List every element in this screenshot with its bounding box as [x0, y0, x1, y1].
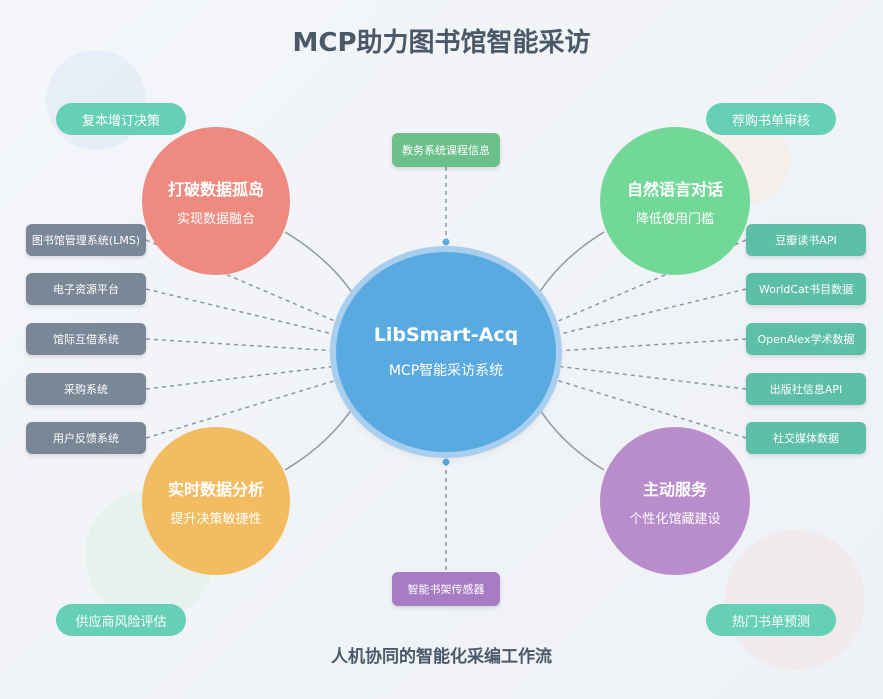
external-source-box: 出版社信息API: [746, 373, 866, 405]
link-tr: [531, 231, 605, 306]
link-internal-4: [145, 379, 338, 439]
feature-desc: 实现数据融合: [176, 211, 255, 227]
link-internal-2: [145, 338, 338, 352]
link-internal-1: [145, 288, 338, 336]
feature-title: 自然语言对话: [626, 179, 723, 199]
feature-desc: 个性化馆藏建设: [629, 511, 721, 527]
external-source-box: WorldCat书目数据: [746, 273, 866, 305]
center-name: LibSmart-Acq: [373, 324, 519, 346]
external-source-box: 社交媒体数据: [746, 422, 866, 454]
application-label: 荐购书单审核: [731, 113, 810, 129]
external-source-label: WorldCat书目数据: [758, 283, 854, 296]
internal-system-label: 用户反馈系统: [53, 432, 119, 445]
application-label: 热门书单预测: [731, 614, 810, 630]
bottom-source-label: 智能书架传感器: [407, 583, 485, 596]
decor-circle: [725, 530, 865, 670]
feature-title: 打破数据孤岛: [167, 179, 264, 199]
application-label: 复本增订决策: [81, 113, 160, 129]
link-external-2: [555, 338, 747, 352]
internal-system-label: 图书馆管理系统(LMS): [31, 234, 141, 247]
internal-system-box: 用户反馈系统: [26, 422, 146, 454]
application-pill: 荐购书单审核: [706, 103, 836, 135]
link-internal-3: [145, 365, 338, 390]
internal-system-box: 电子资源平台: [26, 273, 146, 305]
internal-system-label: 电子资源平台: [53, 283, 119, 296]
center-desc: MCP智能采访系统: [388, 363, 504, 379]
feature-circle-bl: 实时数据分析 提升决策敏捷性: [142, 427, 290, 575]
external-source-label: 豆瓣读书API: [775, 234, 837, 247]
application-pill: 复本增订决策: [56, 103, 186, 135]
external-source-label: OpenAlex学术数据: [757, 333, 855, 346]
application-pill: 供应商风险评估: [56, 604, 186, 636]
feature-desc: 降低使用门槛: [635, 211, 714, 227]
page-subtitle: 人机协同的智能化采编工作流: [331, 647, 552, 667]
internal-system-box: 图书馆管理系统(LMS): [26, 224, 146, 256]
application-label: 供应商风险评估: [75, 614, 167, 630]
internal-system-label: 馆际互借系统: [53, 333, 119, 346]
external-source-label: 社交媒体数据: [773, 432, 839, 445]
link-br: [531, 395, 605, 471]
link-external-4: [555, 379, 747, 439]
center-node: LibSmart-Acq MCP智能采访系统: [336, 252, 556, 452]
external-source-box: 豆瓣读书API: [746, 224, 866, 256]
application-pill: 热门书单预测: [706, 604, 836, 636]
top-source-label: 教务系统课程信息: [402, 144, 490, 157]
top-source-box: 教务系统课程信息: [392, 133, 500, 167]
feature-title: 实时数据分析: [167, 479, 264, 499]
link-external-3: [555, 365, 747, 390]
link-external-1: [555, 288, 747, 336]
internal-system-box: 采购系统: [26, 373, 146, 405]
feature-circle-tr: 自然语言对话 降低使用门槛: [600, 127, 750, 275]
link-bl: [284, 395, 361, 471]
feature-circle-tl: 打破数据孤岛 实现数据融合: [142, 127, 290, 275]
bottom-source-box: 智能书架传感器: [392, 572, 500, 606]
feature-desc: 提升决策敏捷性: [170, 511, 262, 527]
page-title: MCP助力图书馆智能采访: [292, 28, 591, 58]
external-source-box: OpenAlex学术数据: [746, 323, 866, 355]
internal-system-box: 馆际互借系统: [26, 323, 146, 355]
feature-title: 主动服务: [642, 479, 707, 499]
feature-circle-br: 主动服务 个性化馆藏建设: [600, 427, 750, 575]
external-source-label: 出版社信息API: [769, 383, 843, 396]
internal-system-label: 采购系统: [64, 383, 108, 396]
link-tl: [284, 231, 361, 306]
